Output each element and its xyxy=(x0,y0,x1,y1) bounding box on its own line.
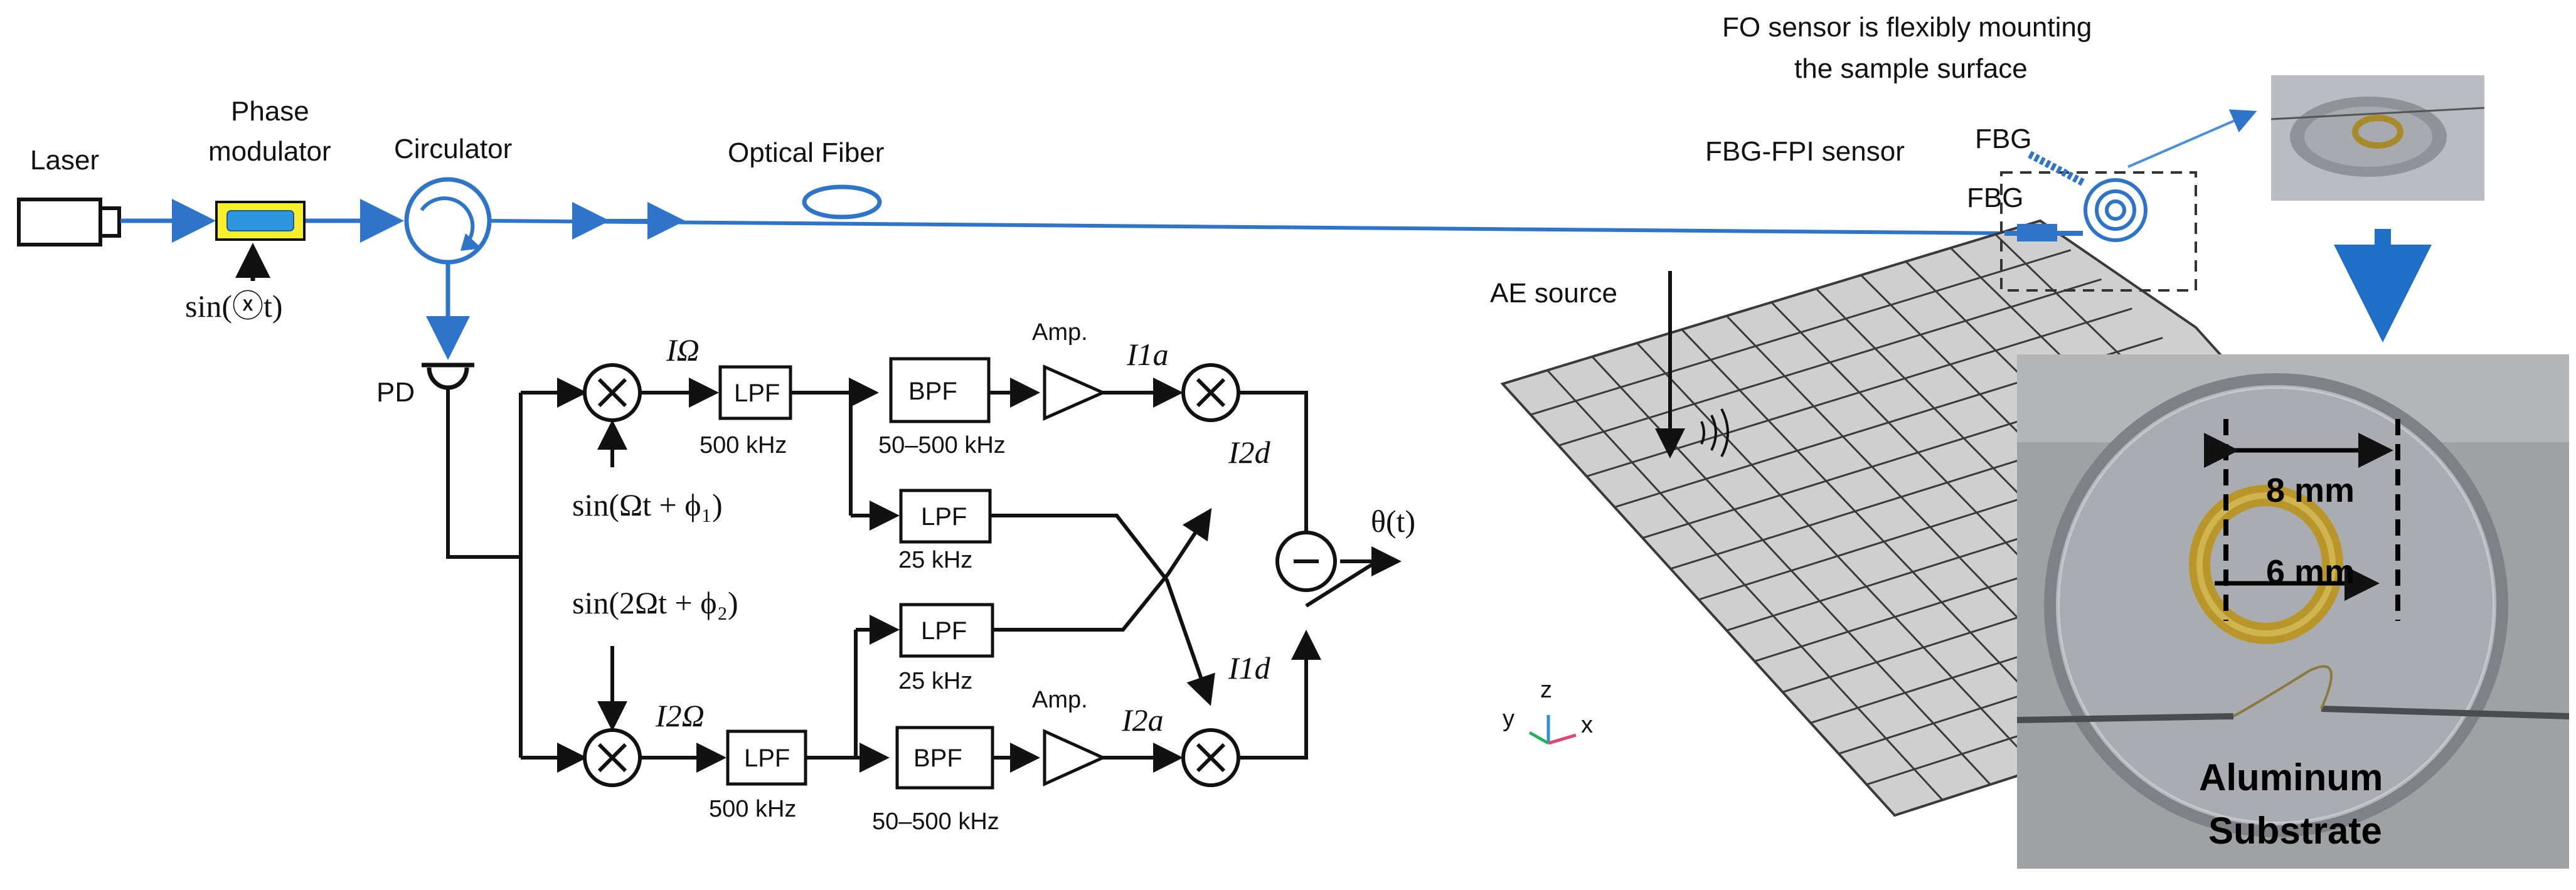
i-1a-label: I1a xyxy=(1126,337,1169,372)
amp-bottom xyxy=(1043,729,1107,787)
fbg-fpi-sensor-icon xyxy=(2004,151,2148,242)
phase-modulator-label-1: Phase xyxy=(231,96,309,127)
bpf-top-box xyxy=(889,357,991,423)
bpf-bottom-box xyxy=(895,726,994,790)
photodetector xyxy=(422,363,474,390)
ae-wave-icon xyxy=(1700,408,1729,457)
bpf-bottom-freq: 50–500 kHz xyxy=(872,808,999,835)
phase-modulator-label-2: modulator xyxy=(208,136,331,167)
plate-grid-line xyxy=(1558,278,2102,447)
bpf-bottom-label: BPF xyxy=(913,744,962,772)
lpf-bottom-label: LPF xyxy=(744,744,790,772)
substrate-label-2: Substrate xyxy=(2208,810,2382,852)
lpf-mid1-box xyxy=(899,489,992,544)
amp-bottom-label: Amp. xyxy=(1032,687,1088,713)
optical-fiber xyxy=(489,219,2014,235)
axis-y-label: y xyxy=(1503,706,1514,732)
optical-fiber-label: Optical Fiber xyxy=(728,137,884,168)
bpf-top-freq: 50–500 kHz xyxy=(878,432,1006,458)
pd-label: PD xyxy=(376,377,415,408)
ae-source-label: AE source xyxy=(1490,278,1617,309)
lpf-mid2-freq: 25 kHz xyxy=(898,668,972,694)
dim-8mm-label: 8 mm xyxy=(2266,472,2355,509)
lpf-bottom-box xyxy=(726,729,807,786)
mixer-1a xyxy=(1181,363,1240,422)
lpf-mid1-label: LPF xyxy=(921,503,967,531)
bpf-top-label: BPF xyxy=(908,378,957,405)
axis-z-label: z xyxy=(1540,677,1552,703)
fo-note-line1: FO sensor is flexibly mounting xyxy=(1722,12,2092,43)
amp-top xyxy=(1043,364,1107,421)
lpf-top-label: LPF xyxy=(734,379,780,407)
plate-grid-line xyxy=(1530,249,2072,416)
laser xyxy=(17,198,121,246)
lpf-mid1-freq: 25 kHz xyxy=(898,547,972,573)
mixer-2a xyxy=(1181,728,1240,787)
lpf-mid2-box xyxy=(899,603,994,658)
sensor-region-dashed xyxy=(2000,171,2197,292)
dim-6mm-label: 6 mm xyxy=(2266,553,2355,591)
lpf-top-box xyxy=(718,365,792,420)
phase-modulator xyxy=(215,201,306,241)
modulation-signal: sin(ⓧt) xyxy=(185,289,283,324)
signal-lines xyxy=(446,378,1402,773)
theta-label: θ(t) xyxy=(1371,504,1415,539)
inset-pointer-arrow xyxy=(2127,109,2257,168)
fbg-fpi-sensor-label: FBG-FPI sensor xyxy=(1705,136,1905,167)
circulator xyxy=(404,177,492,265)
i-1d-label: I1d xyxy=(1228,650,1271,686)
mixer-bottom xyxy=(583,728,642,787)
i-2a-label: I2a xyxy=(1121,702,1164,738)
ref1-label: sin(Ωt + ϕ₁) xyxy=(572,487,723,522)
amp-top-label: Amp. xyxy=(1032,319,1088,346)
lpf-bottom-freq: 500 kHz xyxy=(709,796,796,822)
coordinate-axes-icon xyxy=(1528,715,1577,745)
fiber-coil xyxy=(802,184,882,220)
i-2omega-label: I2Ω xyxy=(655,698,705,733)
lpf-top-freq: 500 kHz xyxy=(700,432,787,458)
axis-x-label: x xyxy=(1581,712,1593,738)
substrate-photo xyxy=(2017,354,2569,869)
fbg-left-label: FBG xyxy=(1967,183,2023,213)
substrate-label-1: Aluminum xyxy=(2199,756,2383,798)
fbg-top-label: FBG xyxy=(1975,124,2031,154)
ref2-label: sin(2Ωt + ϕ₂) xyxy=(572,585,738,620)
mixer-top xyxy=(583,363,642,422)
sensor-inset-photo xyxy=(2271,75,2484,201)
laser-label: Laser xyxy=(30,145,99,176)
i-2d-label: I2d xyxy=(1228,435,1271,470)
lpf-mid2-label: LPF xyxy=(921,617,967,645)
i-omega-label: IΩ xyxy=(666,332,700,368)
fo-note-line2: the sample surface xyxy=(1794,53,2028,84)
circulator-label: Circulator xyxy=(394,134,512,164)
subtractor xyxy=(1275,531,1337,592)
